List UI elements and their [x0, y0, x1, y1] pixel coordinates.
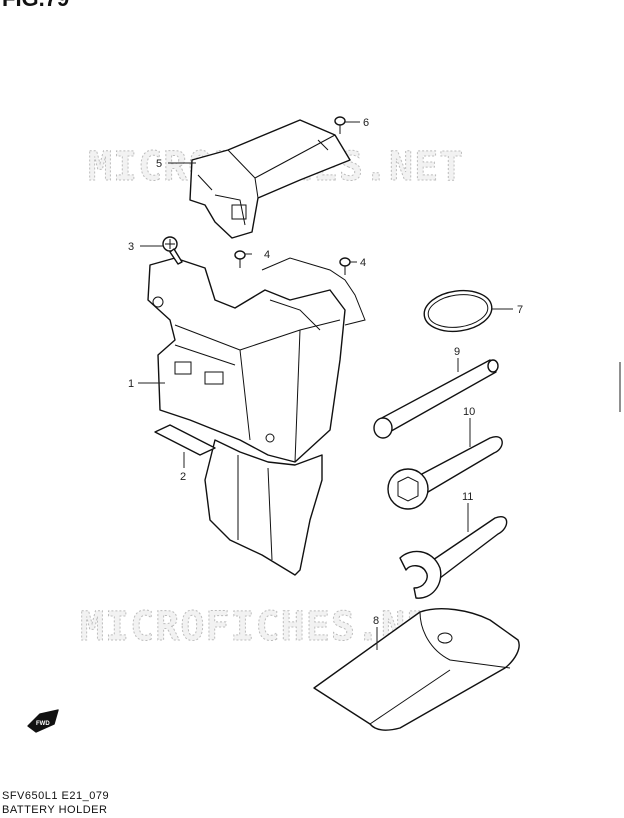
- callout-11: 11: [462, 491, 473, 503]
- part-4-screw-right: [339, 257, 351, 275]
- footer-title: BATTERY HOLDER: [2, 804, 108, 816]
- callout-2: 2: [180, 471, 186, 483]
- fwd-arrow-icon: FWD: [27, 709, 59, 733]
- callout-8: 8: [373, 615, 379, 627]
- part-7-o-ring: [423, 289, 493, 333]
- part-11-open-spanner: [399, 516, 508, 599]
- part-1-lower-tray: [204, 439, 323, 576]
- part-3-bolt: [162, 236, 183, 265]
- callout-4-right: 4: [360, 257, 366, 269]
- part-5-cover: [189, 119, 351, 239]
- callout-6: 6: [363, 117, 369, 129]
- callout-5: 5: [156, 158, 162, 170]
- callout-1: 1: [128, 378, 134, 390]
- callout-7: 7: [517, 304, 523, 316]
- figure-title: FIG.79: [2, 0, 69, 12]
- fwd-label: FWD: [36, 721, 50, 727]
- part-10-ring-spanner: [387, 436, 503, 510]
- callout-10: 10: [463, 406, 475, 418]
- part-2-pad: [154, 424, 216, 456]
- callout-4-left: 4: [264, 249, 270, 261]
- part-4-screw-left: [234, 250, 246, 268]
- callout-9: 9: [454, 346, 460, 358]
- callout-3: 3: [128, 241, 134, 253]
- part-6-screw: [334, 116, 346, 134]
- part-9-box-wrench: [373, 359, 499, 439]
- part-1-battery-holder: [147, 257, 366, 463]
- part-8-tool-bag: [313, 608, 520, 731]
- callouts: 1 2 3 4 4 5 6 7 8 9 10 11: [128, 117, 523, 627]
- leader-lines: [138, 121, 513, 650]
- footer-code: SFV650L1 E21_079: [2, 790, 110, 802]
